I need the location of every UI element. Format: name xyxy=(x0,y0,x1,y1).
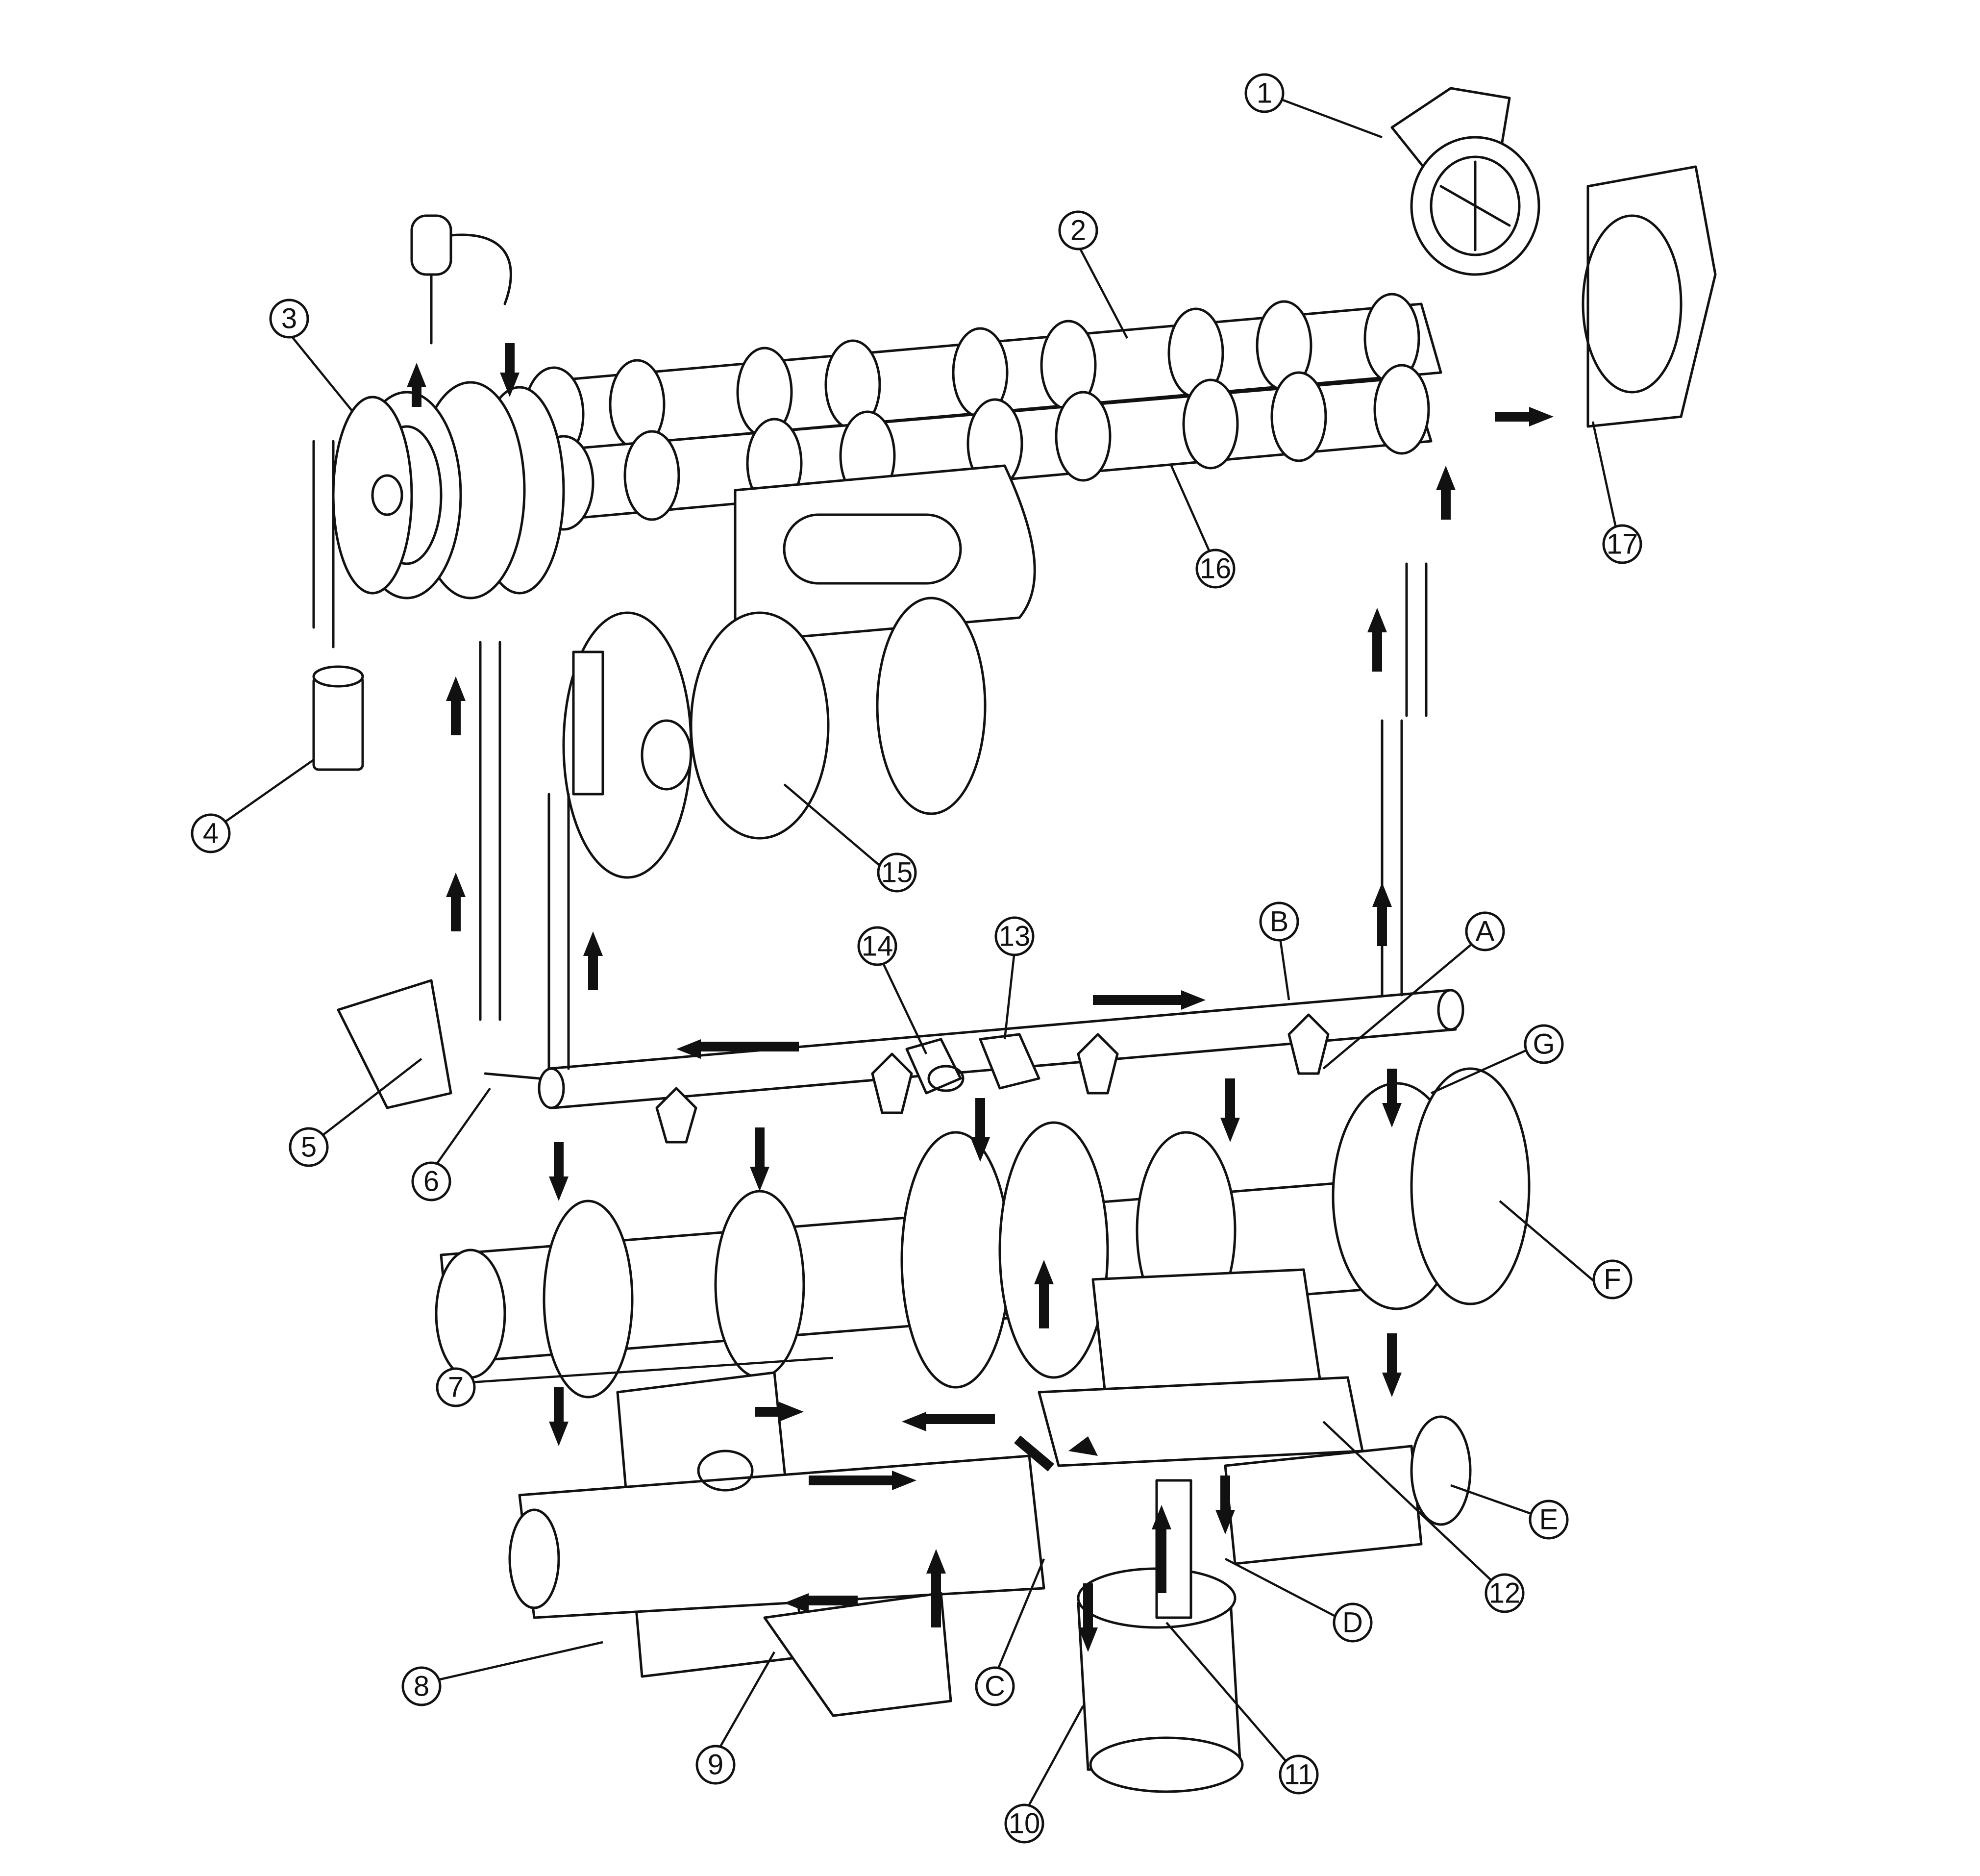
svg-text:G: G xyxy=(1533,1028,1555,1060)
vertical-oil-pipes xyxy=(479,562,1428,1070)
svg-text:8: 8 xyxy=(414,1671,429,1702)
callout-1: 1 xyxy=(1244,73,1285,113)
flow-arrow-icon xyxy=(1152,1505,1171,1593)
flow-arrow-icon xyxy=(1093,990,1206,1010)
callout-A: A xyxy=(1465,911,1505,951)
flow-arrow-icon xyxy=(583,931,603,990)
callout-15: 15 xyxy=(877,852,917,893)
callout-3: 3 xyxy=(269,299,309,339)
oil-jets xyxy=(655,1013,1330,1144)
flow-arrow-icon xyxy=(1034,1260,1054,1328)
svg-text:14: 14 xyxy=(862,930,893,962)
callout-9: 9 xyxy=(695,1745,736,1785)
oil-pressure-sensor xyxy=(979,1033,1040,1090)
callout-C: C xyxy=(975,1666,1015,1706)
flow-arrows xyxy=(407,343,1554,1652)
flow-arrow-icon xyxy=(970,1098,990,1162)
flow-arrow-icon xyxy=(1078,1583,1098,1652)
flow-arrow-icon xyxy=(902,1412,995,1431)
callout-12: 12 xyxy=(1485,1573,1525,1613)
svg-text:A: A xyxy=(1476,916,1495,948)
flow-arrow-icon xyxy=(549,1142,569,1201)
svg-text:11: 11 xyxy=(1284,1759,1313,1791)
svg-text:C: C xyxy=(985,1671,1005,1702)
svg-text:16: 16 xyxy=(1200,553,1232,585)
svg-text:10: 10 xyxy=(1009,1808,1040,1840)
cylinder-head-bracket xyxy=(734,464,1036,644)
oil-fitting-top xyxy=(410,214,512,345)
flow-arrow-icon xyxy=(1495,407,1554,426)
callout-10: 10 xyxy=(1004,1803,1044,1844)
camshaft-sprocket xyxy=(332,381,565,600)
callout-E: E xyxy=(1529,1500,1569,1540)
callout-14: 14 xyxy=(857,926,897,966)
callout-7: 7 xyxy=(436,1367,476,1407)
callout-6: 6 xyxy=(411,1161,451,1201)
callout-G: G xyxy=(1524,1024,1564,1064)
callout-11: 11 xyxy=(1279,1754,1319,1795)
svg-text:2: 2 xyxy=(1070,215,1086,247)
callout-F: F xyxy=(1592,1259,1633,1300)
flow-arrow-icon xyxy=(809,1471,916,1490)
svg-text:17: 17 xyxy=(1607,528,1638,560)
svg-text:D: D xyxy=(1342,1607,1363,1639)
flow-arrow-icon xyxy=(1382,1333,1402,1397)
callout-D: D xyxy=(1333,1602,1373,1643)
svg-text:12: 12 xyxy=(1489,1577,1521,1609)
svg-text:B: B xyxy=(1270,906,1289,938)
flow-arrow-icon xyxy=(1014,1435,1098,1472)
oil-cooler xyxy=(1038,1268,1364,1467)
svg-text:3: 3 xyxy=(281,303,297,335)
flow-arrow-icon xyxy=(784,1593,858,1613)
svg-text:F: F xyxy=(1604,1264,1621,1296)
flow-arrow-icon xyxy=(1372,882,1392,946)
callouts: 1 2 3 4 5 6 7 8 9 10 11 12 13 14 15 16 1… xyxy=(191,73,1642,1844)
flow-arrow-icon xyxy=(500,343,520,397)
crankshaft xyxy=(435,1067,1531,1399)
flow-arrow-icon xyxy=(1220,1078,1240,1142)
chain-tensioner xyxy=(562,597,987,879)
vacuum-pump xyxy=(1582,165,1717,428)
svg-text:E: E xyxy=(1539,1504,1559,1536)
flow-arrow-icon xyxy=(676,1039,799,1059)
flow-arrow-icon xyxy=(549,1387,569,1446)
callout-8: 8 xyxy=(401,1666,442,1706)
callout-4: 4 xyxy=(191,813,231,853)
flow-arrow-icon xyxy=(1215,1476,1235,1534)
flow-arrow-icon xyxy=(1367,608,1387,672)
svg-text:13: 13 xyxy=(999,921,1031,952)
callout-B: B xyxy=(1259,901,1299,942)
svg-text:15: 15 xyxy=(881,857,913,889)
flow-arrow-icon xyxy=(755,1402,804,1422)
callout-13: 13 xyxy=(994,916,1035,956)
callout-5: 5 xyxy=(289,1127,329,1167)
oil-strainer xyxy=(763,1592,952,1717)
oil-pressure-switch xyxy=(905,1038,965,1095)
camshaft-exhaust xyxy=(533,364,1433,531)
flow-arrow-icon xyxy=(926,1549,946,1627)
svg-text:1: 1 xyxy=(1257,77,1272,109)
svg-text:7: 7 xyxy=(448,1372,464,1403)
flow-arrow-icon xyxy=(1382,1069,1402,1127)
svg-text:6: 6 xyxy=(423,1166,439,1198)
oil-pipe-left xyxy=(312,440,364,771)
callout-16: 16 xyxy=(1195,549,1236,589)
svg-text:4: 4 xyxy=(203,818,219,850)
chain-tensioner-bracket xyxy=(337,979,541,1109)
lower-journals xyxy=(1224,1415,1472,1565)
flow-arrow-icon xyxy=(750,1127,769,1191)
svg-text:5: 5 xyxy=(301,1131,317,1163)
flow-arrow-icon xyxy=(407,363,426,407)
vvt-solenoid xyxy=(1390,87,1540,276)
callout-17: 17 xyxy=(1602,524,1642,564)
callout-2: 2 xyxy=(1058,210,1098,250)
flow-arrow-icon xyxy=(446,873,466,931)
flow-arrow-icon xyxy=(446,676,466,735)
flow-arrow-icon xyxy=(1436,466,1456,520)
svg-text:9: 9 xyxy=(708,1749,723,1781)
